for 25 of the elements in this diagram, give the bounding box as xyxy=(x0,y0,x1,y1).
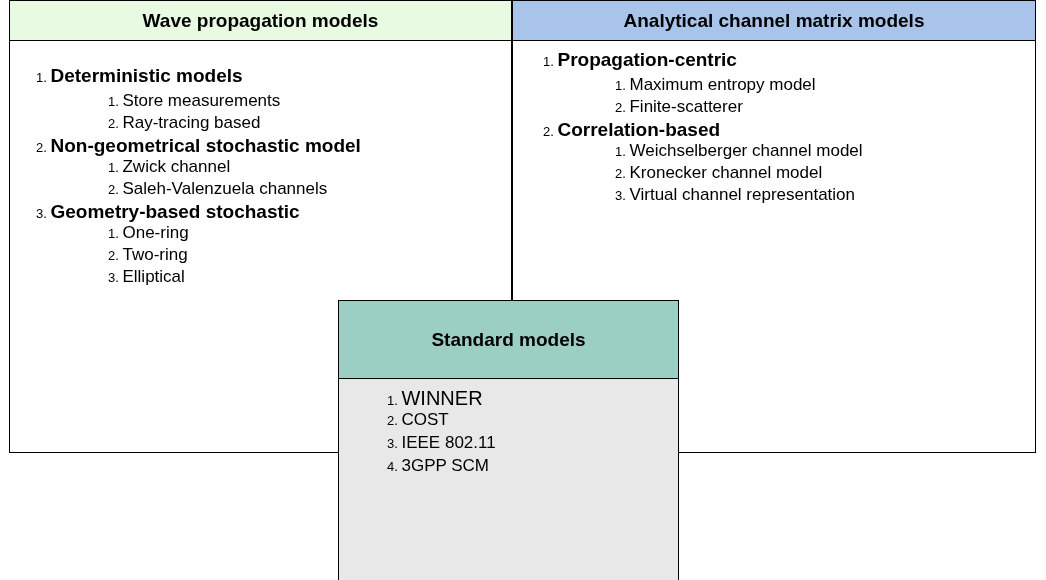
list-item: 1. Weichselberger channel model xyxy=(615,141,863,161)
list-item: 1. Zwick channel xyxy=(108,157,231,177)
list-item: 4. 3GPP SCM xyxy=(387,456,490,476)
list-item: 2. Finite-scatterer xyxy=(615,97,743,117)
list-heading: 1. Deterministic models xyxy=(36,65,243,87)
list-item: 2. Kronecker channel model xyxy=(615,163,823,183)
list-item: 1. Store measurements xyxy=(108,91,281,111)
panel-heading: Analytical channel matrix models xyxy=(513,1,1035,41)
list-heading: 2. Correlation-based xyxy=(543,119,721,141)
panel-heading: Wave propagation models xyxy=(10,1,511,41)
list-item: 1. WINNER xyxy=(387,387,483,410)
list-item: 1. One-ring xyxy=(108,223,189,243)
standard-models-panel xyxy=(338,300,679,580)
list-item: 1. Maximum entropy model xyxy=(615,75,816,95)
list-item: 3. Elliptical xyxy=(108,267,185,287)
panel-heading: Standard models xyxy=(339,301,678,379)
list-heading: 2. Non-geometrical stochastic model xyxy=(36,135,361,157)
list-heading: 3. Geometry-based stochastic xyxy=(36,201,300,223)
list-item: 3. IEEE 802.11 xyxy=(387,433,496,453)
list-item: 2. Ray-tracing based xyxy=(108,113,261,133)
list-item: 3. Virtual channel representation xyxy=(615,185,856,205)
list-item: 2. COST xyxy=(387,410,449,430)
list-item: 2. Saleh-Valenzuela channels xyxy=(108,179,328,199)
list-heading: 1. Propagation-centric xyxy=(543,49,737,71)
list-item: 2. Two-ring xyxy=(108,245,188,265)
